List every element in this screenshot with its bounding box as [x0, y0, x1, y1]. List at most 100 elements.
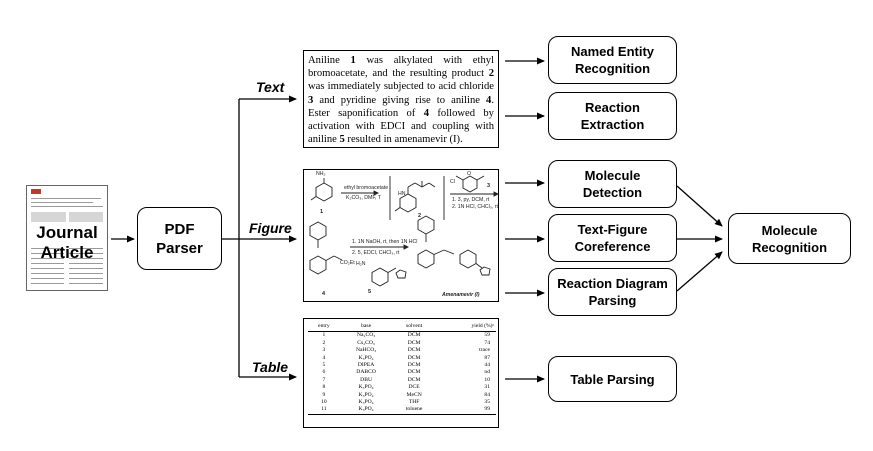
- cell-solvent: MeCN: [406, 391, 422, 398]
- cell-yield: 99: [435, 406, 496, 415]
- reaction-scheme-drawing: [309, 175, 498, 287]
- cell-solvent: DCM: [407, 332, 421, 339]
- article-figure-thumb: [31, 212, 66, 222]
- passage-text: was immediately subjected to acid chlori…: [308, 81, 494, 93]
- fig-product-label: Amenamevir (I): [442, 292, 480, 298]
- compound-4-ring: [309, 255, 327, 275]
- article-text-line: [69, 283, 103, 285]
- text-passage-panel: Aniline 1 was alkylated with ethyl bromo…: [303, 50, 499, 148]
- fig-step3-a: 1. 1N NaOH, rt, then 1N HCl: [352, 239, 418, 245]
- task-reaction-extraction: Reaction Extraction: [548, 92, 677, 140]
- branch-label-figure: Figure: [249, 220, 292, 236]
- cell-base: DIPEA: [357, 362, 375, 369]
- fig-step1-conditions: K₂CO₃, DMF, T: [346, 195, 381, 201]
- cell-entry: 4: [322, 354, 326, 361]
- compound-number: 4: [486, 94, 492, 106]
- col-header-yield: yield (%)ᵃ: [435, 323, 496, 333]
- fig-h2n-label: H₂N: [356, 261, 366, 267]
- cell-solvent: DCM: [407, 339, 421, 346]
- fig-o-label: O: [467, 171, 472, 177]
- fig-compound-3-number: 3: [487, 183, 491, 189]
- task-label: Table Parsing: [570, 371, 655, 387]
- compound-5-oxadiazole: [395, 269, 407, 279]
- compound-number: 3: [308, 94, 314, 106]
- cell-yield: 87: [484, 354, 490, 361]
- cell-yield: 10: [484, 376, 490, 383]
- compound-5-ring: [371, 267, 389, 287]
- cell-yield: 74: [484, 339, 490, 346]
- task-text-figure-coreference: Text-Figure Coreference: [548, 214, 677, 262]
- compound-3-ring: [462, 175, 478, 193]
- article-title-line: [31, 198, 101, 200]
- fig-compound-1-number: 1: [320, 209, 324, 215]
- cell-solvent: DCE: [408, 384, 420, 391]
- cell-base: K₃PO₄: [358, 391, 374, 398]
- figure-panel: NH₂ ethyl bromoacetate K₂CO₃, DMF, T HN …: [303, 169, 499, 302]
- passage-text: was alkylated with ethyl bromoacetate, a…: [308, 55, 494, 80]
- fig-compound-4-number: 4: [322, 291, 326, 297]
- fig-compound-5-number: 5: [368, 289, 372, 295]
- table-row: 9 K₃PO₄ MeCN 84: [308, 392, 496, 399]
- task-label: Reaction Diagram Parsing: [557, 276, 668, 308]
- cell-yield: 84: [484, 391, 490, 398]
- cell-entry: 11: [308, 406, 340, 415]
- fig-step2-b: 2. 1N HCl, CHCl₃, rt: [452, 204, 498, 210]
- task-label: Named Entity Recognition: [570, 44, 655, 76]
- fig-hn-label: HN: [398, 191, 406, 197]
- article-text-line: [69, 248, 103, 250]
- article-text-line: [31, 248, 64, 250]
- task-label: Reaction Extraction: [580, 100, 645, 132]
- compound-number: 2: [488, 68, 494, 80]
- cell-entry: 5: [322, 362, 326, 369]
- task-reaction-diagram-parsing: Reaction Diagram Parsing: [548, 268, 677, 316]
- cell-base: K₃PO₄: [358, 399, 374, 406]
- cell-yield: trace: [479, 347, 490, 354]
- article-text-line: [69, 273, 103, 275]
- fig-step3-b: 2. 5, EDCI, CHCl₃, rt: [352, 250, 400, 256]
- compound-4-sulfone-ring: [309, 221, 327, 241]
- article-text-line: [31, 263, 64, 265]
- article-text-line: [31, 283, 64, 285]
- cell-entry: 1: [322, 332, 326, 339]
- task-named-entity-recognition: Named Entity Recognition: [548, 36, 677, 84]
- product-phenyl-ring: [459, 249, 477, 269]
- cell-entry: 3: [322, 347, 326, 354]
- col-header-base: base: [339, 323, 393, 333]
- task-molecule-detection: Molecule Detection: [548, 160, 677, 208]
- cell-solvent: DCM: [407, 369, 421, 376]
- cell-entry: 8: [322, 384, 326, 391]
- cell-entry: 9: [322, 391, 326, 398]
- cell-base: NaHCO₃: [355, 347, 377, 354]
- fig-co2et-label: CO₂Et: [340, 260, 355, 266]
- article-text-line: [31, 258, 64, 260]
- passage-text: and pyridine giving rise to aniline: [313, 94, 487, 106]
- compound-number: 5: [339, 134, 345, 146]
- fig-nh2-label: NH₂: [316, 171, 326, 177]
- article-label-line2: Article: [40, 243, 94, 262]
- article-text-line: [69, 263, 103, 265]
- pdf-parser-node: PDF Parser: [137, 207, 222, 270]
- table-header-row: entry base solvent yield (%)ᵃ: [308, 323, 496, 333]
- cell-base: DABCO: [356, 369, 376, 376]
- compound-1-ring: [315, 182, 333, 202]
- passage-text: resulted in amenamevir (I).: [344, 134, 463, 146]
- article-text-line: [69, 258, 103, 260]
- cell-yield: nd: [484, 369, 490, 376]
- compound-number: 1: [350, 55, 356, 66]
- branch-label-table: Table: [252, 359, 289, 375]
- cell-solvent: THF: [408, 399, 420, 406]
- cell-solvent: toluene: [392, 406, 436, 415]
- col-header-entry: entry: [308, 323, 340, 333]
- task-label: Molecule Detection: [582, 168, 643, 200]
- article-text-line: [31, 253, 64, 255]
- cell-entry: 2: [322, 339, 326, 346]
- cell-solvent: DCM: [407, 362, 421, 369]
- cell-yield: 35: [484, 399, 490, 406]
